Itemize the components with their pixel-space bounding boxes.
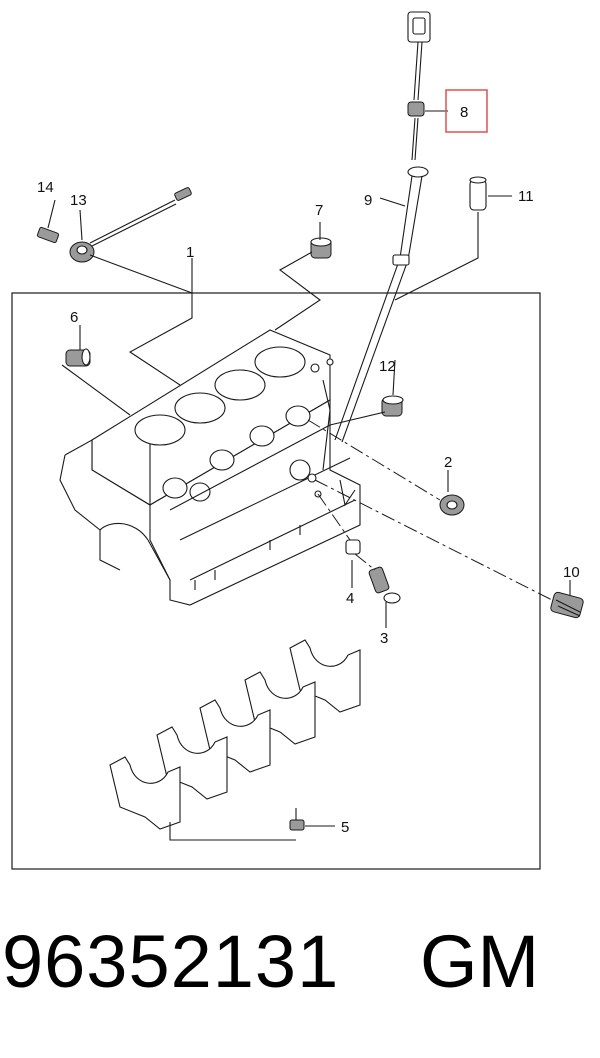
part-4-sleeve <box>345 539 361 555</box>
engine-block <box>59 329 361 606</box>
part-11-tube <box>469 176 487 211</box>
callout-4: 4 <box>346 590 354 607</box>
part-13-knock-sensor <box>69 187 192 263</box>
callout-2: 2 <box>444 454 452 471</box>
callout-12: 12 <box>379 358 396 375</box>
callout-13: 13 <box>70 192 87 209</box>
part-6-plug <box>65 348 91 367</box>
callout-1: 1 <box>186 244 194 261</box>
part-7-plug <box>310 237 332 259</box>
part-9-guide-tube <box>334 166 429 443</box>
callout-labels: 1 2 3 4 5 6 7 8 9 10 11 12 13 14 <box>37 104 580 836</box>
part-3-sensor <box>368 566 401 604</box>
leader-lines <box>47 110 571 841</box>
callout-6: 6 <box>70 309 78 326</box>
part-5-bolt <box>289 808 305 831</box>
callout-8-highlight <box>445 89 488 133</box>
part-2-seal <box>439 494 465 516</box>
callout-8: 8 <box>460 104 468 121</box>
part-12-plug <box>381 395 404 417</box>
callout-11: 11 <box>518 188 534 205</box>
callout-14: 14 <box>37 179 54 196</box>
bearing-caps <box>109 639 361 830</box>
diagram-frame <box>11 292 541 870</box>
callout-9: 9 <box>364 192 372 209</box>
callout-3: 3 <box>380 630 388 647</box>
footer: 96352131 GM <box>0 925 600 1035</box>
part-14-bolt <box>36 226 60 244</box>
part-number: 96352131 <box>2 920 340 1003</box>
brand-name: GM <box>420 920 540 1003</box>
callout-10: 10 <box>563 564 580 581</box>
part-10-pin <box>550 591 584 619</box>
callout-7: 7 <box>315 202 323 219</box>
part-8-dipstick <box>407 11 431 161</box>
callout-5: 5 <box>341 819 349 836</box>
exploded-parts-diagram: 1 2 3 4 5 6 7 8 9 10 11 12 13 14 <box>11 11 584 870</box>
